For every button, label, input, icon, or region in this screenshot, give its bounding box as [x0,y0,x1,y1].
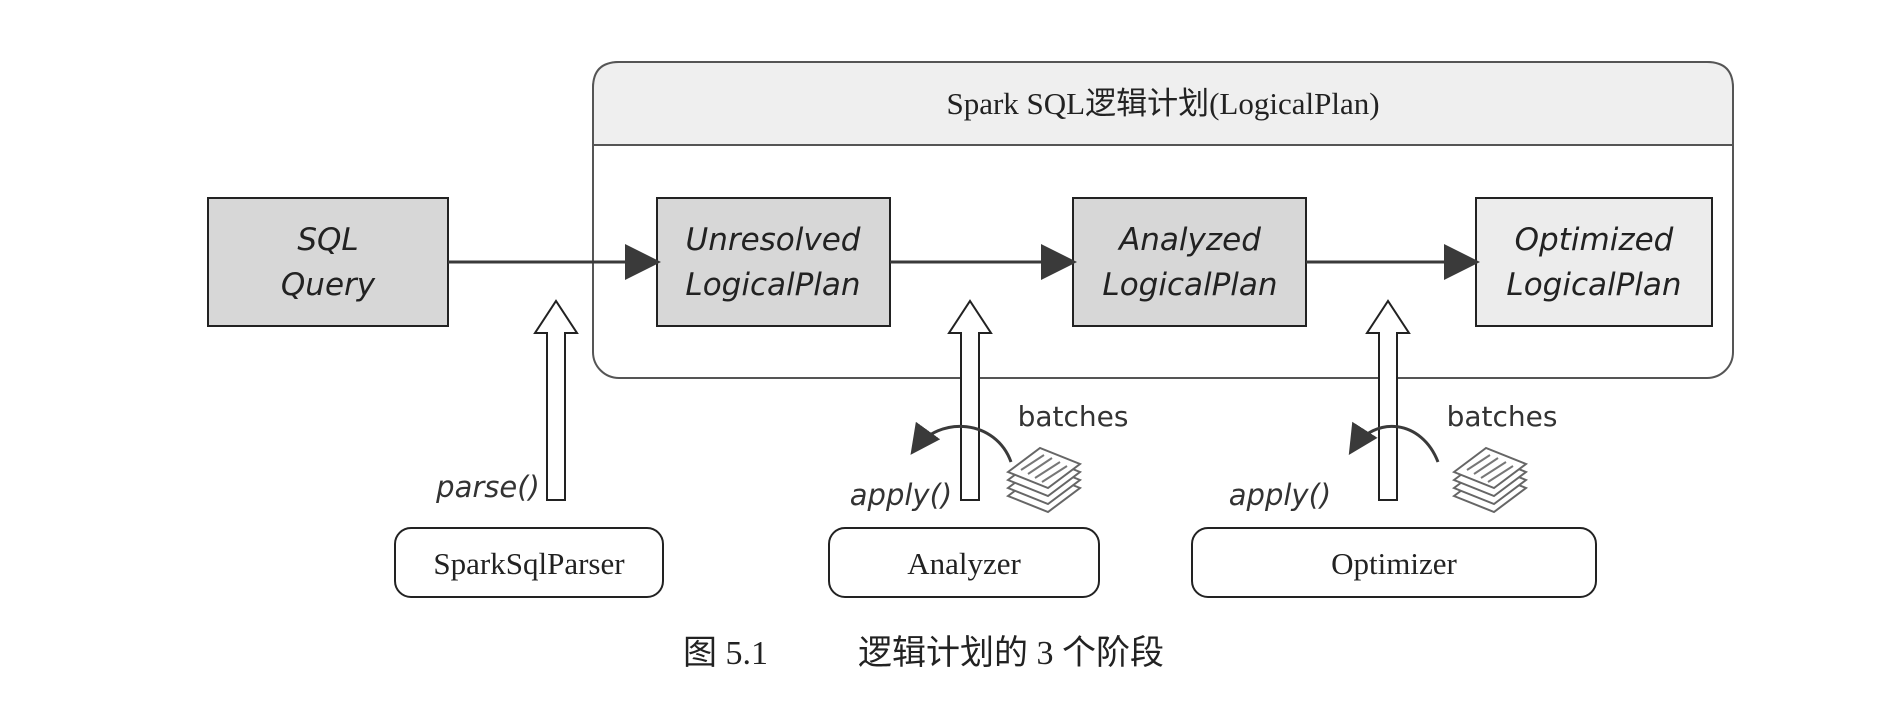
optimized-logical-plan-node: Optimized LogicalPlan [1475,197,1713,327]
sql-query-line-2: Query [281,267,376,303]
figure-number: 图 5.1 [683,635,768,672]
unresolved-line-1: Unresolved [686,222,861,258]
analyzer-box: Analyzer [828,527,1100,598]
optimized-line-2: LogicalPlan [1506,267,1681,303]
figure-caption: 逻辑计划的 3 个阶段 [858,634,1164,672]
parser-upward-arrow [533,299,579,501]
analyzed-logical-plan-node: Analyzed LogicalPlan [1072,197,1307,327]
parse-label: parse() [435,470,540,504]
unresolved-logical-plan-node: Unresolved LogicalPlan [656,197,891,327]
analyzer-batches-label: batches [1018,400,1129,433]
optimizer-batches-label: batches [1447,400,1558,433]
optimizer-box: Optimizer [1191,527,1597,598]
optimizer-label: Optimizer [1331,546,1457,581]
analyzer-label: Analyzer [907,546,1021,581]
analyzer-document-stack-icon [1005,446,1083,514]
analyzer-apply-label: apply() [850,478,952,512]
analyzer-apply-curve-arrow [910,421,1013,463]
optimized-line-1: Optimized [1515,222,1674,258]
spark-sql-parser-label: SparkSqlParser [433,546,625,581]
optimizer-document-stack-icon [1451,446,1529,514]
spark-sql-parser-box: SparkSqlParser [394,527,664,598]
container-title: Spark SQL逻辑计划(LogicalPlan) [946,86,1379,121]
unresolved-line-2: LogicalPlan [685,267,860,303]
optimizer-apply-label: apply() [1229,478,1331,512]
analyzed-line-2: LogicalPlan [1102,267,1277,303]
analyzer-upward-arrow [947,299,993,501]
sql-query-node: SQL Query [207,197,449,327]
analyzed-line-1: Analyzed [1117,222,1261,258]
optimizer-apply-curve-arrow [1348,421,1440,463]
sql-query-line-1: SQL [297,222,358,258]
optimizer-upward-arrow [1365,299,1411,501]
